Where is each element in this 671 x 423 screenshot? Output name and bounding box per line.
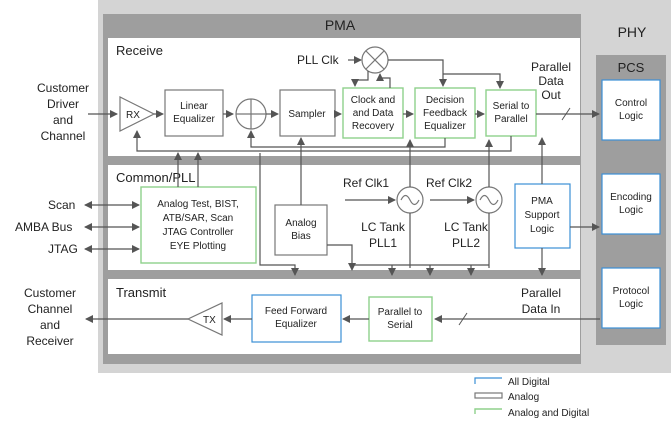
control-logic-block xyxy=(601,79,661,141)
svg-text:and: and xyxy=(53,113,73,127)
svg-text:Clock and: Clock and xyxy=(351,95,395,106)
customer-receiver-label: Customer Channel and Receiver xyxy=(24,286,76,348)
parallel-to-serial-label: Serial xyxy=(387,320,413,331)
sampler-label: Sampler xyxy=(288,109,326,120)
svg-text:Channel: Channel xyxy=(41,129,86,143)
tx-amplifier xyxy=(186,302,223,336)
pma-support-logic-label: PMA Support Logic xyxy=(524,196,559,235)
svg-text:Parallel: Parallel xyxy=(531,60,571,74)
svg-text:EYE Plotting: EYE Plotting xyxy=(170,241,226,252)
phy-title: PHY xyxy=(618,24,647,40)
pll-clk-label: PLL Clk xyxy=(297,53,340,67)
svg-text:LC Tank: LC Tank xyxy=(361,220,406,234)
svg-text:PLL2: PLL2 xyxy=(452,236,480,250)
svg-text:Recovery: Recovery xyxy=(352,121,394,132)
svg-text:Analog: Analog xyxy=(285,218,316,229)
cdr-block xyxy=(342,87,404,139)
rx-label: RX xyxy=(126,110,140,121)
svg-text:Driver: Driver xyxy=(47,97,79,111)
svg-text:Customer: Customer xyxy=(24,286,76,300)
transmit-section xyxy=(108,279,580,354)
linear-equalizer-block xyxy=(164,89,224,137)
svg-text:Support: Support xyxy=(524,210,559,221)
serial-to-parallel-block xyxy=(485,89,537,137)
svg-text:Feedback: Feedback xyxy=(423,108,468,119)
protocol-logic-block xyxy=(601,267,661,329)
svg-text:Feed Forward: Feed Forward xyxy=(265,306,327,317)
svg-text:Out: Out xyxy=(541,88,561,102)
jtag-label: JTAG xyxy=(48,242,78,256)
svg-text:Parallel to: Parallel to xyxy=(378,307,423,318)
legend-analog-label: Analog xyxy=(508,392,539,403)
tx-label: TX xyxy=(203,315,216,326)
transmit-label: Transmit xyxy=(116,285,166,300)
svg-text:Customer: Customer xyxy=(37,81,89,95)
svg-text:LC Tank: LC Tank xyxy=(444,220,489,234)
common-pll-label: Common/PLL xyxy=(116,170,195,185)
svg-text:Equalizer: Equalizer xyxy=(424,121,466,132)
legend: All Digital Analog Analog and Digital xyxy=(474,377,589,419)
svg-text:and: and xyxy=(40,318,60,332)
dfe-label: Decision Feedback Equalizer xyxy=(423,95,468,132)
encoding-logic-label: Logic xyxy=(619,205,643,216)
lc-tank-pll2-label: LC Tank PLL2 xyxy=(444,220,489,250)
parallel-to-serial-block xyxy=(368,296,433,342)
svg-text:Data In: Data In xyxy=(522,302,561,316)
svg-text:Serial to: Serial to xyxy=(493,101,530,112)
svg-text:Data: Data xyxy=(538,74,564,88)
feed-forward-equalizer-block xyxy=(251,294,342,343)
svg-text:Encoding: Encoding xyxy=(610,192,652,203)
linear-equalizer-label: Equalizer xyxy=(173,114,215,125)
svg-text:PLL1: PLL1 xyxy=(369,236,397,250)
pma-title: PMA xyxy=(325,17,356,33)
analog-bias-label: Bias xyxy=(291,231,310,242)
analog-test-label: Analog Test, BIST, ATB/SAR, Scan JTAG Co… xyxy=(157,199,239,252)
encoding-logic-block xyxy=(601,173,661,235)
sampler-block xyxy=(279,89,336,137)
svg-text:Analog Test, BIST,: Analog Test, BIST, xyxy=(157,199,239,210)
rx-amplifier xyxy=(119,96,156,132)
parallel-data-in-label: Parallel Data In xyxy=(521,286,561,316)
legend-mixed-label: Analog and Digital xyxy=(508,408,589,419)
svg-text:Decision: Decision xyxy=(426,95,464,106)
svg-text:JTAG Controller: JTAG Controller xyxy=(163,227,235,238)
svg-text:Protocol: Protocol xyxy=(613,286,650,297)
pcs-title: PCS xyxy=(618,60,645,75)
svg-text:and Data: and Data xyxy=(353,108,394,119)
scan-label: Scan xyxy=(48,198,75,212)
ref-clk1-label: Ref Clk1 xyxy=(343,176,389,190)
protocol-logic-label: Logic xyxy=(619,299,643,310)
legend-mixed-swatch xyxy=(474,408,502,414)
legend-digital-label: All Digital xyxy=(508,377,550,388)
analog-bias-block xyxy=(274,204,328,256)
svg-text:Linear: Linear xyxy=(180,101,208,112)
feed-forward-equalizer-label: Equalizer xyxy=(275,319,317,330)
customer-driver-label: Customer Driver and Channel xyxy=(37,81,89,143)
svg-text:Logic: Logic xyxy=(530,224,554,235)
ref-clk2-label: Ref Clk2 xyxy=(426,176,472,190)
svg-text:Receiver: Receiver xyxy=(26,334,73,348)
svg-text:Parallel: Parallel xyxy=(521,286,561,300)
legend-analog-swatch xyxy=(474,392,503,399)
serial-to-parallel-label: Parallel xyxy=(494,114,527,125)
parallel-data-out-label: Parallel Data Out xyxy=(531,60,571,102)
legend-digital-swatch xyxy=(474,377,502,384)
svg-text:Channel: Channel xyxy=(28,302,73,316)
control-logic-label: Logic xyxy=(619,111,643,122)
cdr-label: Clock and and Data Recovery xyxy=(351,95,395,132)
lc-tank-pll1-label: LC Tank PLL1 xyxy=(361,220,406,250)
receive-label: Receive xyxy=(116,43,163,58)
svg-text:ATB/SAR, Scan: ATB/SAR, Scan xyxy=(163,213,233,224)
analog-test-block xyxy=(140,186,257,264)
svg-text:PMA: PMA xyxy=(531,196,553,207)
svg-text:Control: Control xyxy=(615,98,647,109)
amba-bus-label: AMBA Bus xyxy=(15,220,72,234)
